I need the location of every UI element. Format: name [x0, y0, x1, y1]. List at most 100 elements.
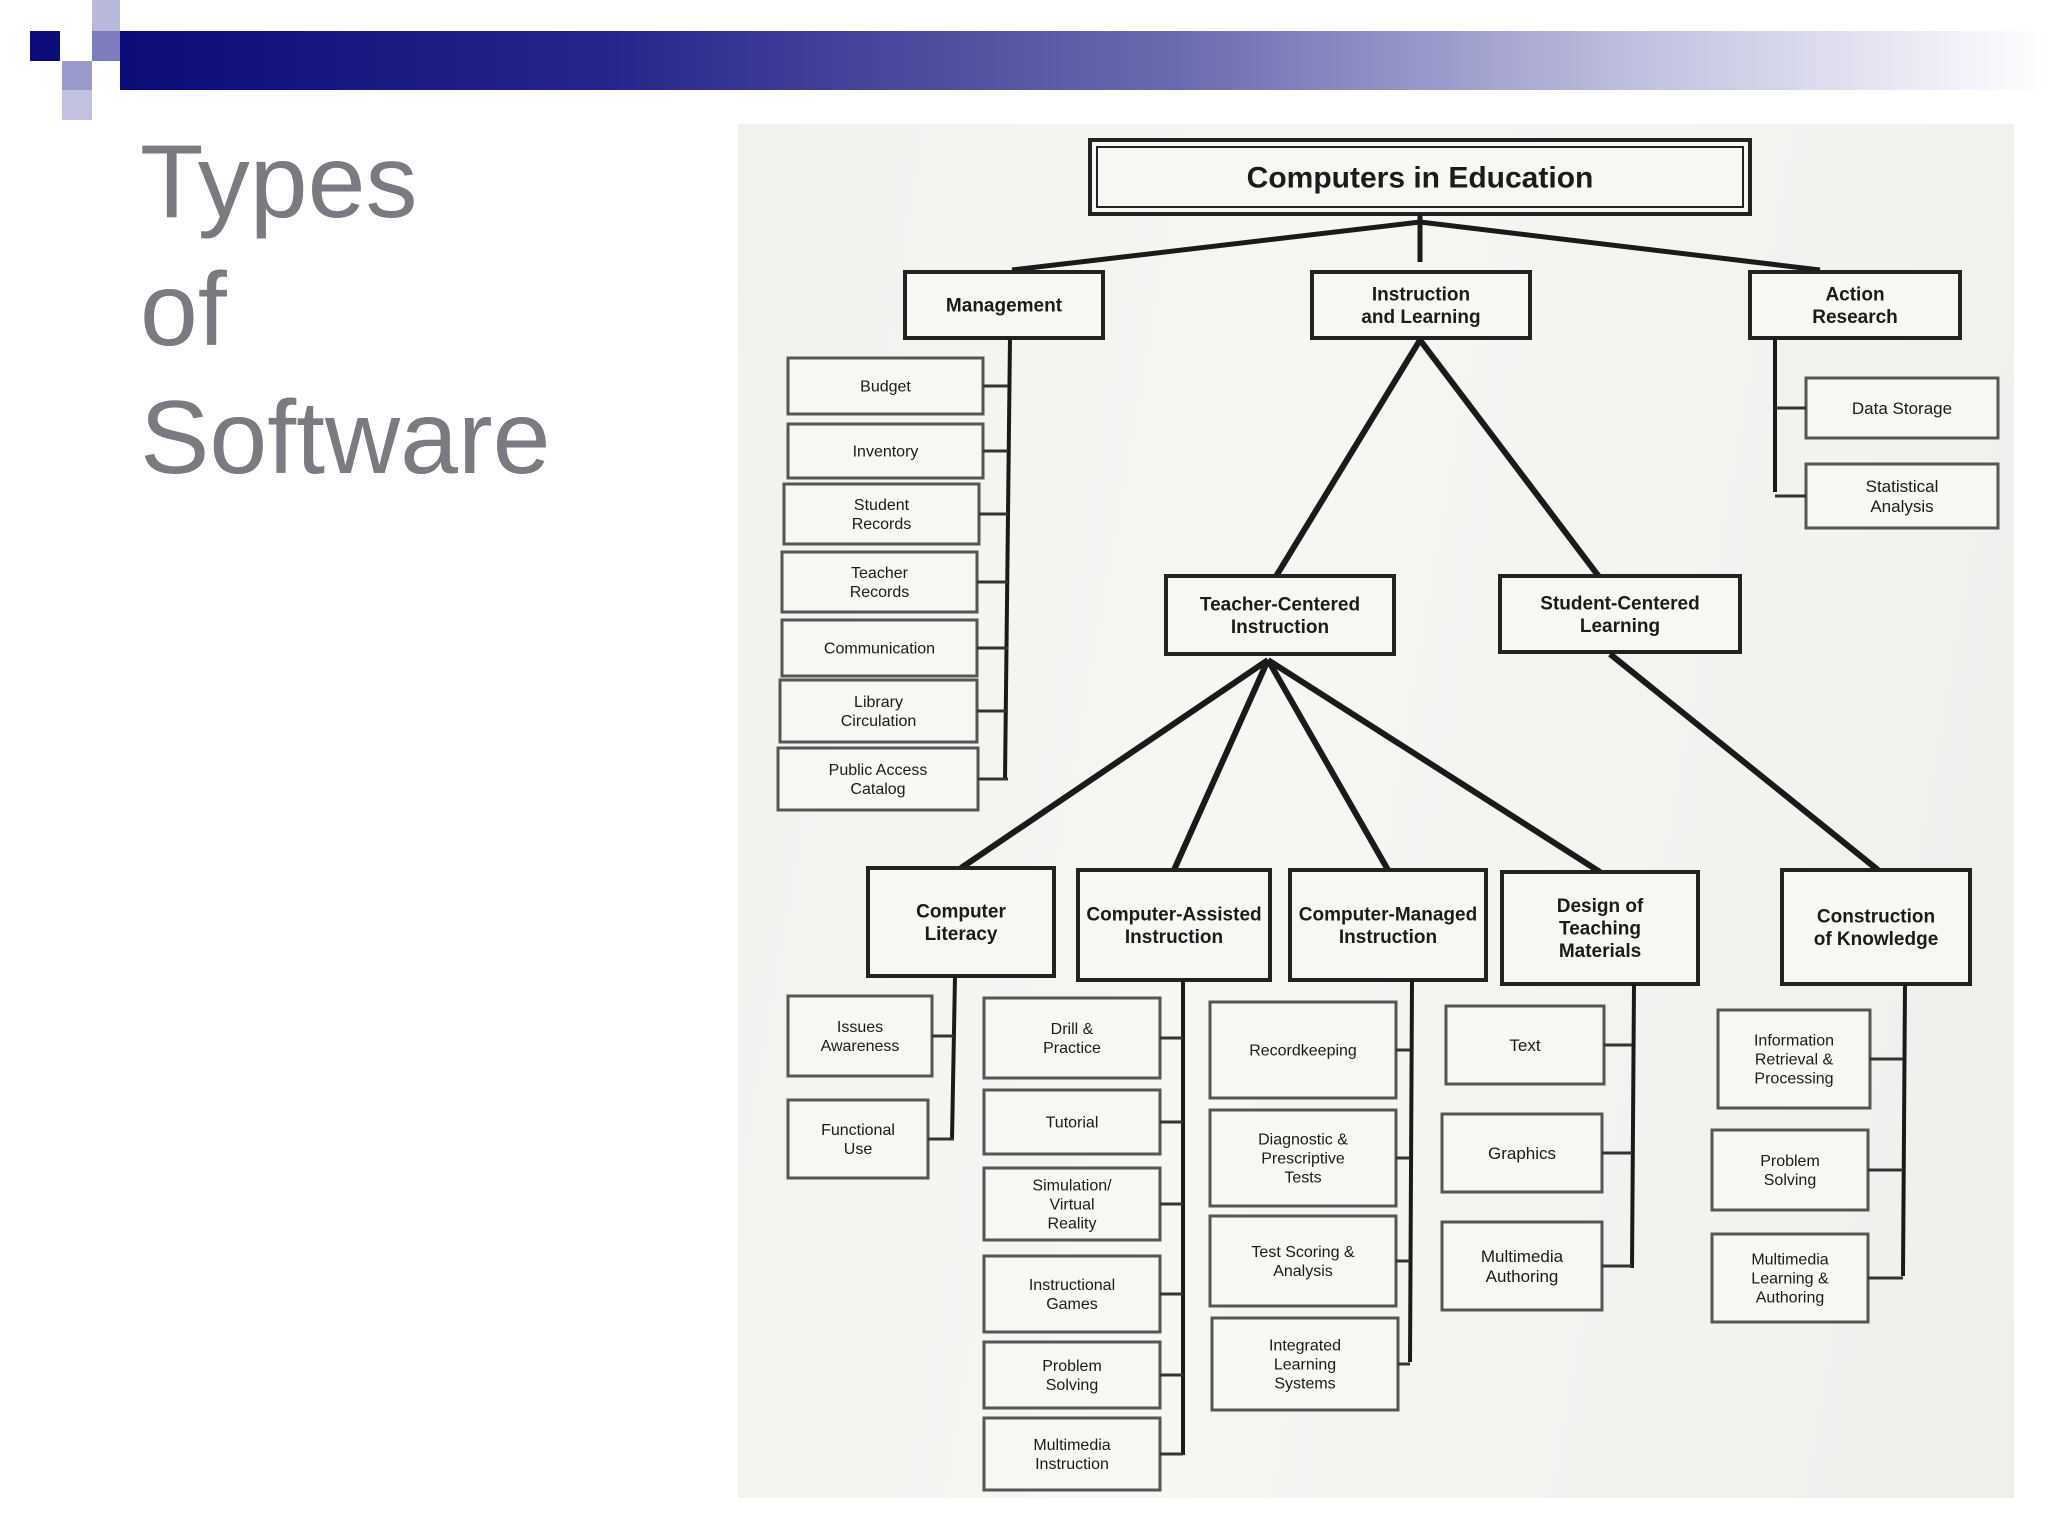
connector-line — [1608, 651, 1880, 873]
node-box — [982, 996, 1162, 1080]
slide-title: Types of Software — [140, 118, 550, 502]
node-box — [1288, 868, 1488, 982]
node-box — [1780, 868, 1972, 986]
connector-line — [1003, 337, 1012, 781]
node-box — [1748, 270, 1962, 340]
logo-square-dark — [30, 31, 60, 61]
management-item: Communication — [780, 618, 979, 678]
node-box — [786, 994, 934, 1078]
cmi-item: Test Scoring &Analysis — [1208, 1214, 1398, 1308]
node-label: Computers in Education — [1247, 162, 1594, 195]
node-box — [1208, 1214, 1398, 1308]
connector-line — [1630, 983, 1636, 1269]
node-box — [1498, 574, 1742, 654]
logo-square-light — [62, 61, 92, 90]
connector-line — [950, 975, 957, 1141]
action-research-item: Data Storage — [1804, 376, 2000, 440]
root-node: Computers in Education — [1088, 138, 1752, 216]
level1-node: Management — [903, 270, 1105, 340]
connector-line — [1419, 219, 1821, 273]
connector-line — [1266, 657, 1602, 875]
title-line: Software — [140, 380, 551, 496]
node-label: Recordkeeping — [1249, 1043, 1357, 1060]
node-box — [866, 866, 1056, 978]
node-box — [982, 1088, 1162, 1156]
node-label: Inventory — [853, 444, 919, 461]
node-box — [1440, 1112, 1604, 1194]
node-label: Budget — [860, 379, 911, 396]
logo-square-light — [62, 90, 92, 120]
node-label: Tutorial — [1046, 1115, 1099, 1132]
node-label: Data Storage — [1852, 399, 1952, 418]
node-label: Management — [946, 296, 1063, 317]
node-box — [1804, 462, 2000, 530]
management-item: Budget — [786, 356, 985, 416]
connector-line — [1901, 983, 1907, 1277]
node-box — [786, 422, 985, 480]
logo-square-mid — [92, 31, 120, 61]
node-box — [903, 270, 1105, 340]
design-item: Text — [1444, 1004, 1606, 1086]
logo-square-light — [92, 0, 120, 31]
node-box — [786, 356, 985, 416]
connector-line — [1272, 338, 1423, 580]
title-line: of — [140, 252, 227, 368]
connector-line — [1011, 219, 1421, 273]
connector-line — [1417, 338, 1603, 580]
node-box — [1716, 1008, 1872, 1110]
node-box — [1310, 270, 1532, 340]
node-box — [982, 1416, 1162, 1492]
node-box — [1440, 1220, 1604, 1312]
node-box-inner — [1096, 146, 1744, 208]
cai-item: Drill &Practice — [982, 996, 1162, 1080]
node-box — [1208, 1108, 1398, 1208]
node-box — [1088, 138, 1752, 216]
connector-line — [1408, 979, 1414, 1363]
node-box — [1076, 868, 1272, 982]
node-box — [782, 482, 981, 546]
node-box — [1208, 1000, 1398, 1100]
node-box — [1444, 1004, 1606, 1086]
node-box — [778, 678, 979, 744]
node-box — [786, 1098, 930, 1180]
node-box — [982, 1166, 1162, 1242]
node-label: Graphics — [1488, 1144, 1556, 1163]
